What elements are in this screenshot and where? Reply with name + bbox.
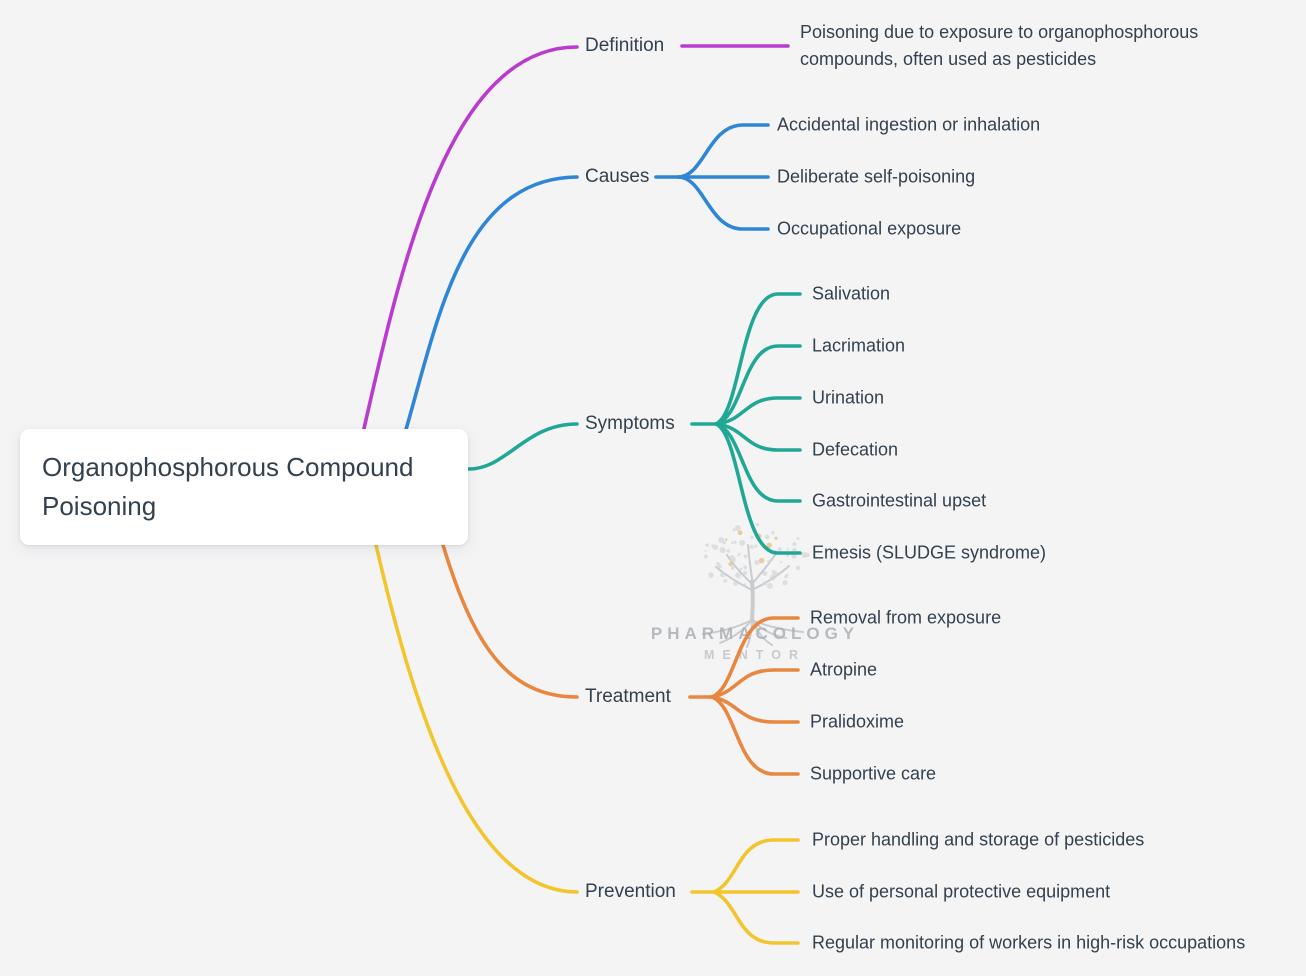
leaf-causes-2[interactable]: Occupational exposure bbox=[777, 218, 962, 239]
leaf-causes-0[interactable]: Accidental ingestion or inhalation bbox=[777, 114, 1041, 135]
branch-definition[interactable]: Definition bbox=[585, 35, 665, 56]
leaf-treatment-1[interactable]: Atropine bbox=[810, 659, 878, 680]
edge-causes-child-0 bbox=[676, 123, 770, 179]
edge-symptoms-child-5 bbox=[714, 422, 802, 555]
leaf-symptoms-2[interactable]: Urination bbox=[812, 387, 885, 408]
branch-symptoms[interactable]: Symptoms bbox=[585, 413, 675, 434]
edge-root-treatment bbox=[441, 543, 579, 699]
leaf-causes-1[interactable]: Deliberate self-poisoning bbox=[777, 166, 976, 187]
edge-prevention-child-0 bbox=[712, 838, 800, 894]
leaf-symptoms-5[interactable]: Emesis (SLUDGE syndrome) bbox=[812, 542, 1047, 563]
branch-treatment[interactable]: Treatment bbox=[585, 686, 671, 707]
leaf-treatment-0[interactable]: Removal from exposure bbox=[810, 607, 1002, 628]
branch-causes[interactable]: Causes bbox=[585, 166, 650, 187]
edge-symptoms-child-2 bbox=[714, 396, 802, 426]
branch-prevention[interactable]: Prevention bbox=[585, 881, 676, 902]
leaf-symptoms-4[interactable]: Gastrointestinal upset bbox=[812, 490, 987, 511]
edge-root-definition bbox=[361, 45, 579, 435]
leaf-symptoms-0[interactable]: Salivation bbox=[812, 283, 891, 304]
edge-treatment-child-1 bbox=[710, 668, 800, 699]
leaf-prevention-2[interactable]: Regular monitoring of workers in high-ri… bbox=[812, 932, 1246, 953]
leaf-treatment-3[interactable]: Supportive care bbox=[810, 763, 937, 784]
edge-treatment-child-0 bbox=[710, 616, 800, 699]
edge-root-symptoms bbox=[467, 422, 579, 471]
edge-symptoms-child-3 bbox=[714, 422, 802, 452]
edge-root-causes bbox=[403, 175, 579, 435]
watermark-title: PHARMACOLOGY bbox=[650, 624, 860, 643]
watermark-subtitle: MENTOR bbox=[704, 648, 806, 662]
leaf-prevention-1[interactable]: Use of personal protective equipment bbox=[812, 881, 1111, 902]
leaf-prevention-0[interactable]: Proper handling and storage of pesticide… bbox=[812, 829, 1145, 850]
leaf-treatment-2[interactable]: Pralidoxime bbox=[810, 711, 905, 732]
edge-symptoms-child-0 bbox=[714, 292, 802, 426]
root-node[interactable]: Organophosphorous Compound Poisoning bbox=[20, 429, 468, 545]
leaf-definition-0[interactable]: Poisoning due to exposure to organophosp… bbox=[800, 22, 1199, 69]
edge-symptoms-child-4 bbox=[714, 422, 802, 503]
edge-treatment-child-3 bbox=[710, 695, 800, 776]
leaf-symptoms-3[interactable]: Defecation bbox=[812, 439, 899, 460]
edge-causes-child-2 bbox=[676, 175, 770, 231]
tree-canopy bbox=[703, 522, 810, 589]
leaf-symptoms-1[interactable]: Lacrimation bbox=[812, 335, 906, 356]
edge-symptoms-child-1 bbox=[714, 344, 802, 426]
edge-root-prevention bbox=[374, 543, 579, 894]
edge-treatment-child-2 bbox=[710, 695, 800, 724]
edge-prevention-child-2 bbox=[712, 890, 800, 945]
root-node-label: Organophosphorous Compound Poisoning bbox=[42, 452, 414, 521]
